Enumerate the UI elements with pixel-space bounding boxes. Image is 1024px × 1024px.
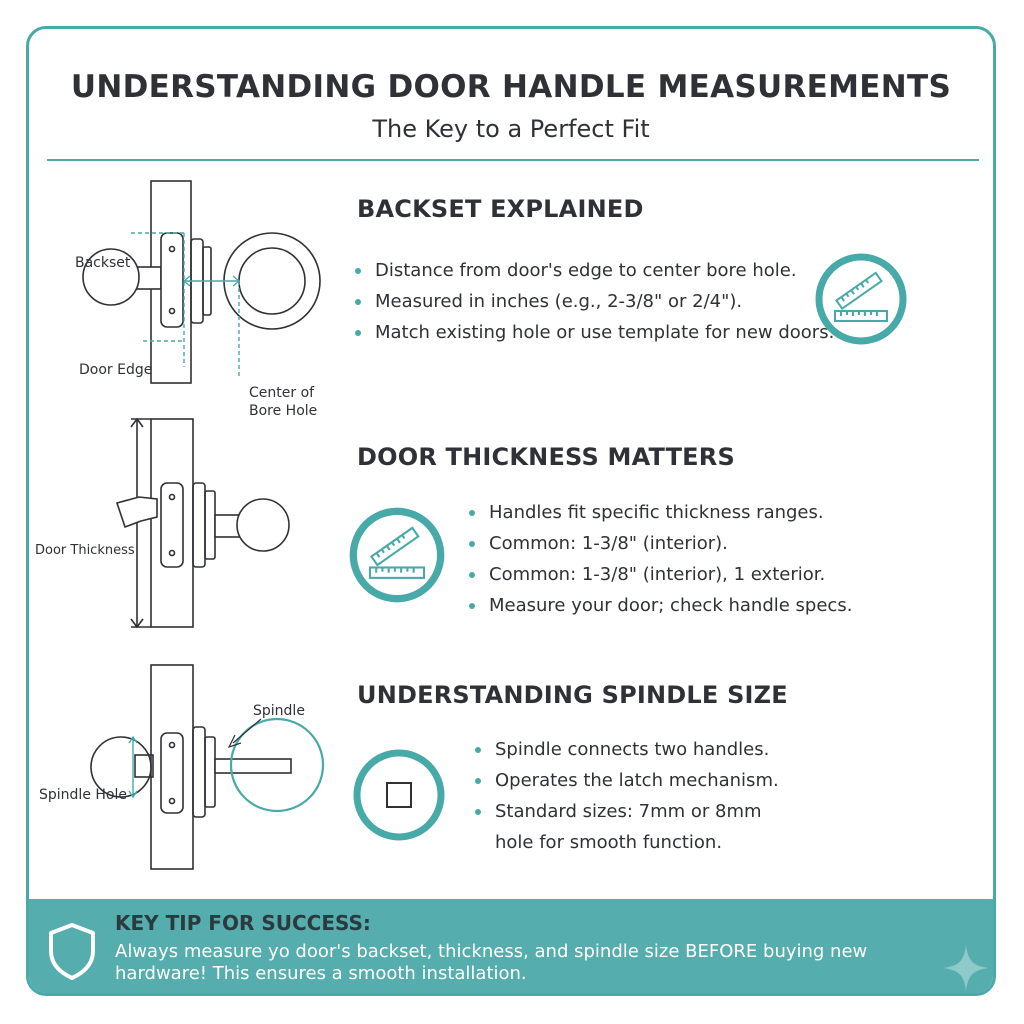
door-thickness-bullets: Handles fit specific thickness ranges. C… [467, 497, 852, 621]
infographic-frame: UNDERSTANDING DOOR HANDLE MEASUREMENTS T… [26, 26, 996, 996]
label-door-thickness: Door Thickness [35, 543, 135, 558]
section-title-backset: BACKSET EXPLAINED [357, 195, 644, 223]
label-backset: Backset [75, 255, 131, 271]
spindle-bullets: Spindle connects two handles. Operates t… [473, 734, 779, 858]
ruler-icon [815, 253, 907, 345]
list-item: Standard sizes: 7mm or 8mm [473, 796, 779, 827]
list-item: Spindle connects two handles. [473, 734, 779, 765]
door-thickness-diagram: Door Thickness [35, 417, 290, 629]
key-tip-title: KEY TIP FOR SUCCESS: [115, 911, 371, 935]
list-item: Measured in inches (e.g., 2-3/8" or 2/4"… [353, 286, 834, 317]
section-title-spindle: UNDERSTANDING SPINDLE SIZE [357, 681, 788, 709]
list-item: Common: 1-3/8" (interior), 1 exterior. [467, 559, 852, 590]
spindle-diagram: Spindle Spindle Hole [39, 664, 325, 870]
list-item: Match existing hole or use template for … [353, 317, 834, 348]
backset-diagram: Backset Door Edge Center of Bore Hole [75, 180, 321, 419]
shield-icon [49, 923, 95, 980]
list-item: Common: 1-3/8" (interior). [467, 528, 852, 559]
label-center-of: Center of [249, 385, 315, 401]
key-tip-banner: KEY TIP FOR SUCCESS: Always measure yo d… [29, 899, 993, 993]
sparkle-icon [943, 945, 989, 991]
list-item-continuation: hole for smooth function. [495, 832, 723, 853]
backset-bullets: Distance from door's edge to center bore… [353, 255, 834, 348]
square-spindle-icon [353, 749, 445, 841]
list-item: Operates the latch mechanism. [473, 765, 779, 796]
page-title: UNDERSTANDING DOOR HANDLE MEASUREMENTS [70, 69, 952, 105]
list-item: Measure your door; check handle specs. [467, 590, 852, 621]
list-item: Distance from door's edge to center bore… [353, 255, 834, 286]
label-spindle-hole: Spindle Hole [39, 787, 127, 803]
label-bore-hole: Bore Hole [249, 403, 317, 419]
key-tip-text: Always measure yo door's backset, thickn… [115, 941, 868, 984]
section-title-door-thickness: DOOR THICKNESS MATTERS [357, 443, 735, 471]
header-divider [47, 159, 979, 161]
label-spindle: Spindle [253, 703, 305, 719]
list-item: Handles fit specific thickness ranges. [467, 497, 852, 528]
ruler-icon [349, 507, 445, 603]
page-subtitle: The Key to a Perfect Fit [372, 115, 650, 143]
label-door-edge: Door Edge [79, 362, 152, 378]
